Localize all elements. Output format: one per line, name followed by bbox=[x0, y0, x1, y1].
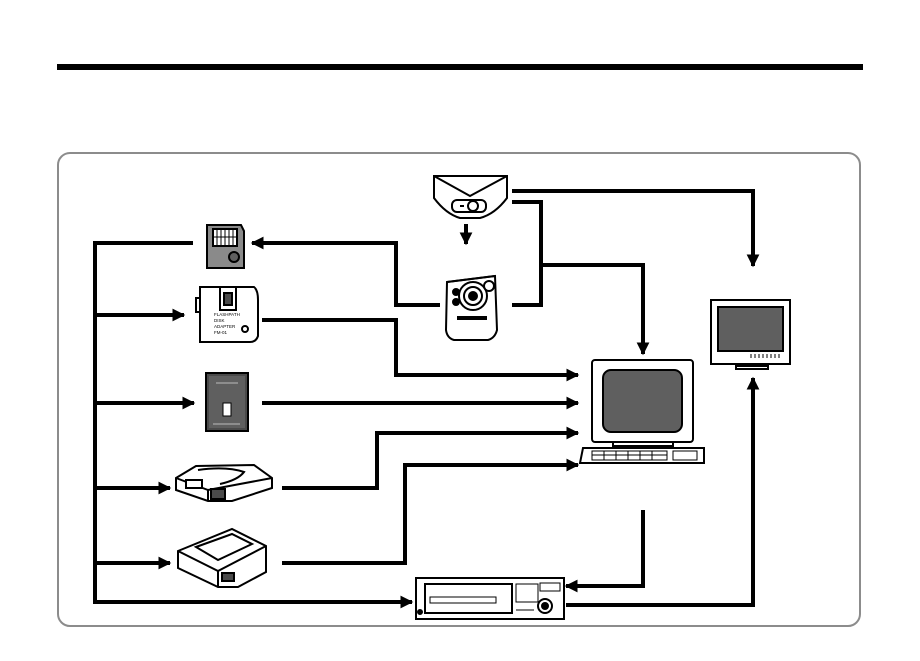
line-reader-camera-bracket bbox=[512, 202, 541, 305]
line-drive1-to-computer bbox=[282, 433, 578, 488]
floppy-disk-adapter-icon: FLASHPATH DISK ADAPTER FM-01 bbox=[196, 287, 258, 342]
line-floppy-to-computer bbox=[262, 320, 578, 375]
computer-icon bbox=[580, 360, 704, 463]
line-computer-to-deck bbox=[566, 510, 643, 586]
smartmedia-card-icon bbox=[207, 225, 244, 268]
floppy-label-line-2: DISK bbox=[214, 318, 225, 323]
video-deck-icon bbox=[416, 578, 564, 619]
line-reader-to-tv bbox=[512, 191, 753, 266]
line-camera-to-card bbox=[252, 243, 440, 305]
pc-card-adapter-icon bbox=[206, 373, 248, 431]
line-drive2-to-computer bbox=[282, 465, 578, 563]
card-drive-icon bbox=[176, 465, 272, 501]
card-reader-icon bbox=[434, 176, 507, 218]
floppy-label-line-3: ADAPTER bbox=[214, 324, 236, 329]
floppy-label-line-4: FM-01 bbox=[214, 330, 227, 335]
digital-camera-icon bbox=[446, 276, 497, 340]
card-drive-icon-2 bbox=[178, 529, 266, 587]
line-bracket-to-computer bbox=[541, 265, 643, 354]
television-icon bbox=[711, 300, 790, 369]
floppy-label-line-1: FLASHPATH bbox=[214, 312, 240, 317]
